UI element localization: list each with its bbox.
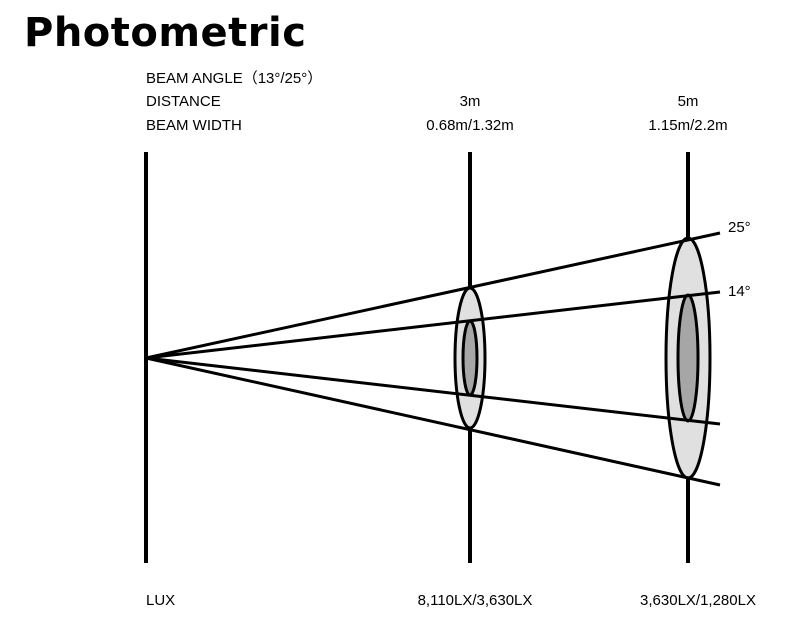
- beam-spot-3m-inner: [461, 319, 479, 397]
- lux-3m: 8,110LX/3,630LX: [417, 592, 533, 609]
- beam-14-lower: [145, 356, 721, 426]
- beam-angle-label: BEAM ANGLE（13°/25°）: [146, 70, 323, 87]
- beam-25-lower: [145, 356, 721, 487]
- beam-14-upper: [145, 290, 721, 360]
- angle-25-label: 25°: [728, 219, 751, 236]
- beam-width-label: BEAM WIDTH: [146, 117, 242, 134]
- lux-label: LUX: [146, 592, 176, 609]
- beam-width-3m: 0.68m/1.32m: [426, 117, 514, 134]
- beam-25-upper: [145, 231, 721, 360]
- distance-label: DISTANCE: [146, 93, 221, 110]
- distance-5m: 5m: [677, 93, 699, 110]
- beam-spot-5m-inner: [676, 293, 700, 423]
- lux-5m: 3,630LX/1,280LX: [640, 592, 756, 609]
- beam-width-5m: 1.15m/2.2m: [648, 117, 728, 134]
- angle-14-label: 14°: [728, 283, 751, 300]
- distance-3m: 3m: [459, 93, 481, 110]
- page-title: Photometric: [24, 10, 307, 56]
